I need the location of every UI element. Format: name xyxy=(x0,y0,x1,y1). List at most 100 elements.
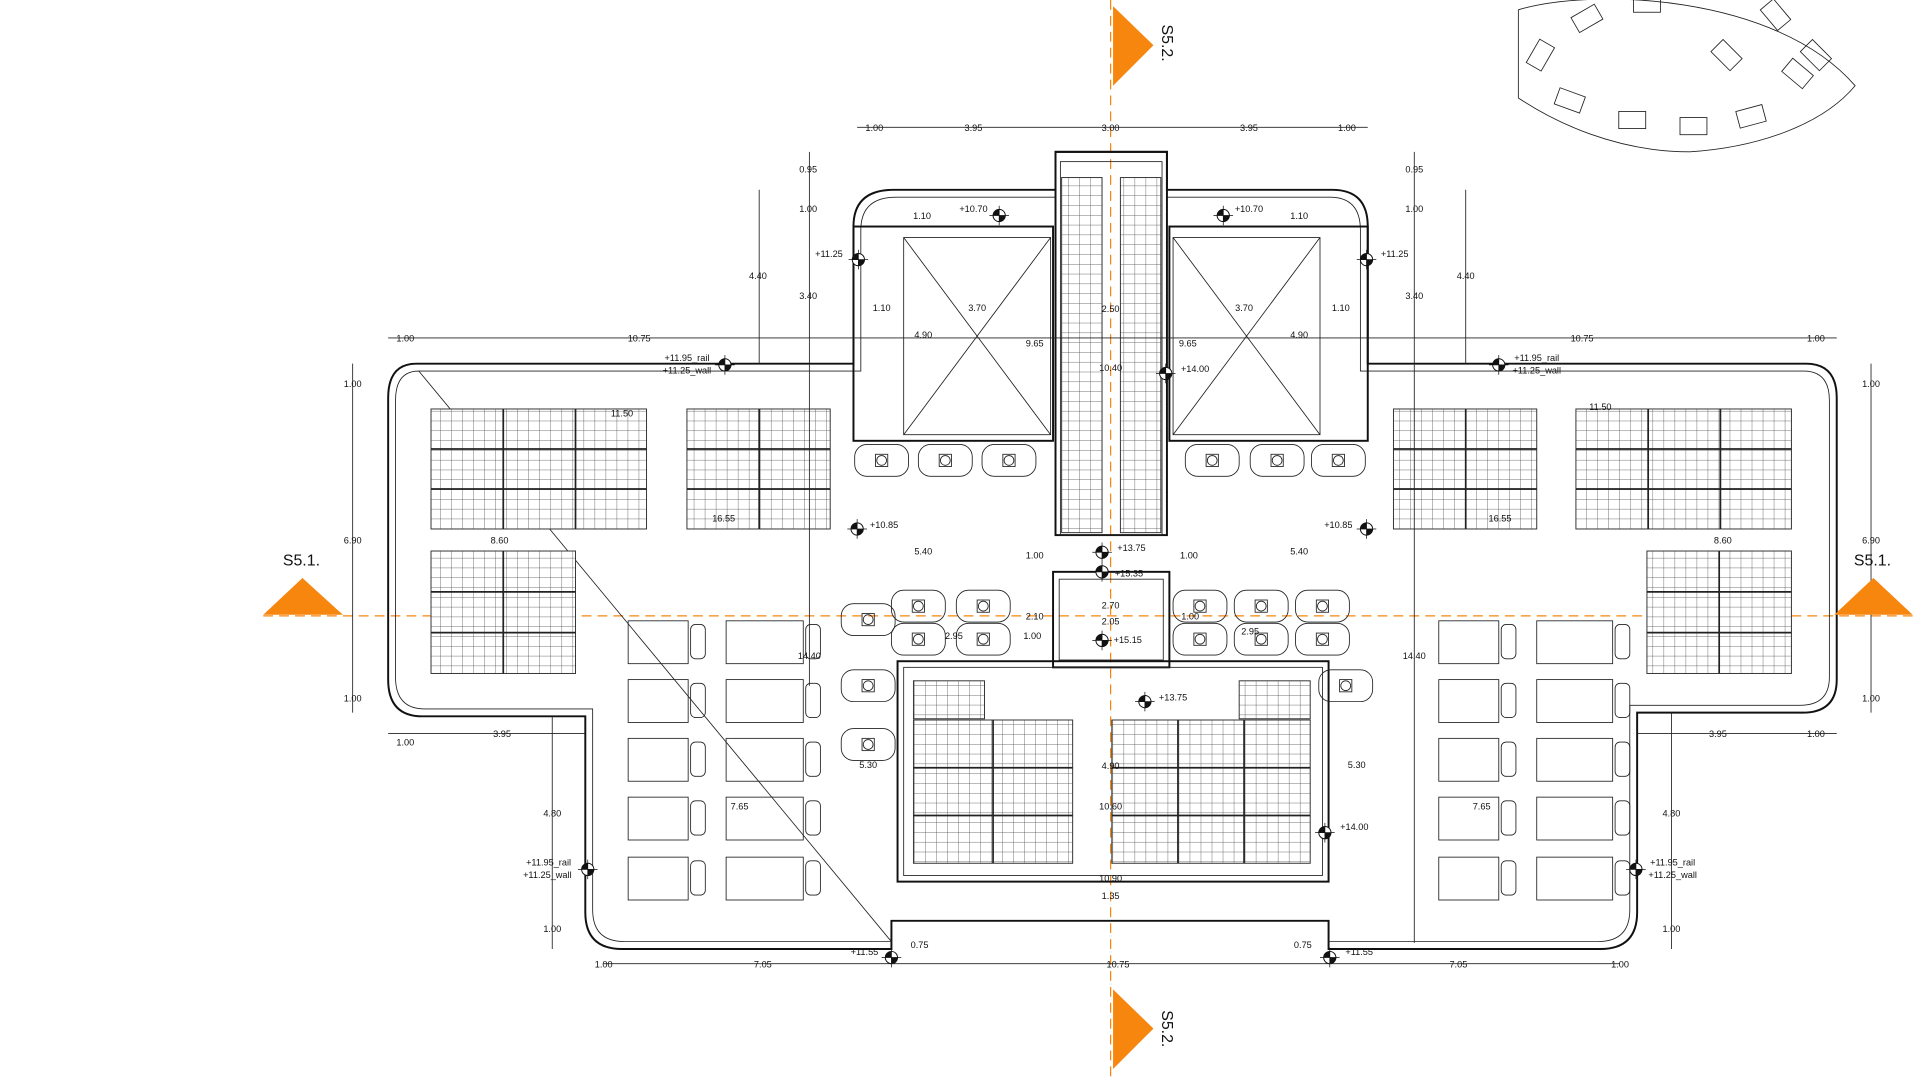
level-marker-icon xyxy=(1092,630,1112,651)
dimension-label: +11.25_wall xyxy=(1512,365,1561,375)
dimension-label: +11.95_rail xyxy=(526,858,571,868)
dimension-label: 10.90 xyxy=(1099,874,1122,884)
water-tank xyxy=(1295,589,1350,623)
dimension-label: 7.05 xyxy=(1449,959,1467,969)
dimension-label: 9.65 xyxy=(1179,339,1197,349)
dimension-label: 3.40 xyxy=(799,291,817,301)
water-tanks xyxy=(840,444,1374,761)
dimension-label: 8.60 xyxy=(491,536,509,546)
dimension-label: 5.40 xyxy=(914,547,932,557)
level-marker-icon xyxy=(1320,947,1340,968)
dimension-label: 3.95 xyxy=(1240,123,1258,133)
dimension-label: 0.75 xyxy=(911,940,929,950)
section-label: S5.2. xyxy=(1158,1010,1175,1047)
dimension-label: 1.10 xyxy=(1290,211,1308,221)
section-marker-s52-top: S5.2. xyxy=(1113,6,1175,86)
dimension-label: 7.05 xyxy=(754,959,772,969)
equipment-unit xyxy=(627,620,706,665)
dimension-label: 5.30 xyxy=(859,760,877,770)
dimension-label: 2.95 xyxy=(945,631,963,641)
lower-solar-area xyxy=(896,660,1330,883)
site-building xyxy=(1553,87,1586,114)
equipment-unit xyxy=(725,620,821,665)
site-building xyxy=(1735,104,1767,129)
equipment-unit xyxy=(627,796,706,841)
dimension-label: 7.65 xyxy=(1473,801,1491,811)
dimension-label: 1.00 xyxy=(396,334,414,344)
equipment-unit xyxy=(1536,620,1631,665)
right-core-block xyxy=(1168,225,1369,442)
water-tank xyxy=(1311,444,1366,477)
dimension-label: 10.60 xyxy=(1099,801,1122,811)
site-key-plan xyxy=(1517,0,1856,153)
site-buildings xyxy=(1525,0,1833,136)
dimension-label: 1.00 xyxy=(1026,550,1044,560)
level-marker-icon xyxy=(577,859,598,880)
section-label: S5.2. xyxy=(1158,24,1175,61)
section-label: S5.1. xyxy=(1854,553,1891,570)
site-building xyxy=(1710,38,1743,72)
level-marker-icon xyxy=(881,947,902,968)
water-tank xyxy=(1172,589,1228,623)
dimension-label: 3.95 xyxy=(493,729,511,739)
roof-outline-inner xyxy=(395,196,1830,943)
dimension-label: 3.70 xyxy=(1235,303,1253,313)
level-marker-icon xyxy=(1356,249,1377,270)
dimension-label: 1.10 xyxy=(1332,303,1350,313)
water-tank xyxy=(955,622,1011,656)
solar-panel-array xyxy=(1111,719,1311,864)
dimension-label: +10.85 xyxy=(870,520,898,530)
dimension-label: 10.40 xyxy=(1099,363,1122,373)
dimension-label: 1.35 xyxy=(1102,891,1120,901)
dimension-label: 2.95 xyxy=(1241,626,1259,636)
dimension-label: +11.25 xyxy=(1381,249,1409,259)
dimension-label: 1.00 xyxy=(1807,334,1825,344)
level-marker-icon xyxy=(1155,363,1176,384)
dimension-label: +10.70 xyxy=(1235,204,1263,214)
dimension-label: 2.70 xyxy=(1102,601,1120,611)
dimension-label: 7.65 xyxy=(731,801,749,811)
site-building xyxy=(1799,38,1833,72)
dimension-label: 1.00 xyxy=(1338,123,1356,133)
solar-panel-array xyxy=(1238,680,1311,720)
solar-panel-array xyxy=(430,550,576,674)
section-marker-s51-right: S5.1. xyxy=(1834,553,1913,615)
section-arrow-icon xyxy=(263,577,343,615)
dimension-label: 8.60 xyxy=(1714,536,1732,546)
dimension-label: +14.00 xyxy=(1340,822,1368,832)
dimension-label: +10.85 xyxy=(1324,520,1352,530)
level-marker-icon xyxy=(848,249,869,270)
dimension-label: 1.00 xyxy=(1611,959,1629,969)
dimension-label: 10.75 xyxy=(1571,334,1594,344)
level-marker-icon xyxy=(1626,859,1646,880)
equipment-units xyxy=(627,620,1631,901)
dimension-label: 3.95 xyxy=(1709,729,1727,739)
dimension-label: 2.05 xyxy=(1102,616,1120,626)
dimension-label: 5.40 xyxy=(1290,547,1308,557)
solar-panel-array xyxy=(686,408,831,530)
equipment-unit xyxy=(1536,679,1631,723)
dimension-label: +11.25 xyxy=(815,249,843,259)
dimension-label: 10.75 xyxy=(628,334,651,344)
dimension-label: 1.10 xyxy=(873,303,891,313)
level-marker-icon xyxy=(1092,542,1112,563)
water-tank xyxy=(1172,622,1228,656)
water-tank xyxy=(840,728,896,761)
water-tank xyxy=(1318,669,1374,703)
dimension-label: +14.00 xyxy=(1181,364,1209,374)
site-building xyxy=(1525,38,1556,72)
level-marker-icon xyxy=(989,205,1009,226)
left-core-block xyxy=(852,225,1055,442)
section-arrow-icon xyxy=(1834,577,1913,615)
dimension-label: +11.55 xyxy=(1345,947,1373,957)
dimension-label: 3.00 xyxy=(1102,123,1120,133)
dimension-label: 1.00 xyxy=(396,738,414,748)
dimension-label: 11.50 xyxy=(1589,402,1611,412)
dimension-label: 1.00 xyxy=(865,123,883,133)
dimension-label: 1.00 xyxy=(595,959,613,969)
section-marker-s52-bottom: S5.2. xyxy=(1113,989,1175,1069)
dimension-label: 10.75 xyxy=(1106,959,1129,969)
dimension-label: 16.55 xyxy=(1489,514,1512,524)
